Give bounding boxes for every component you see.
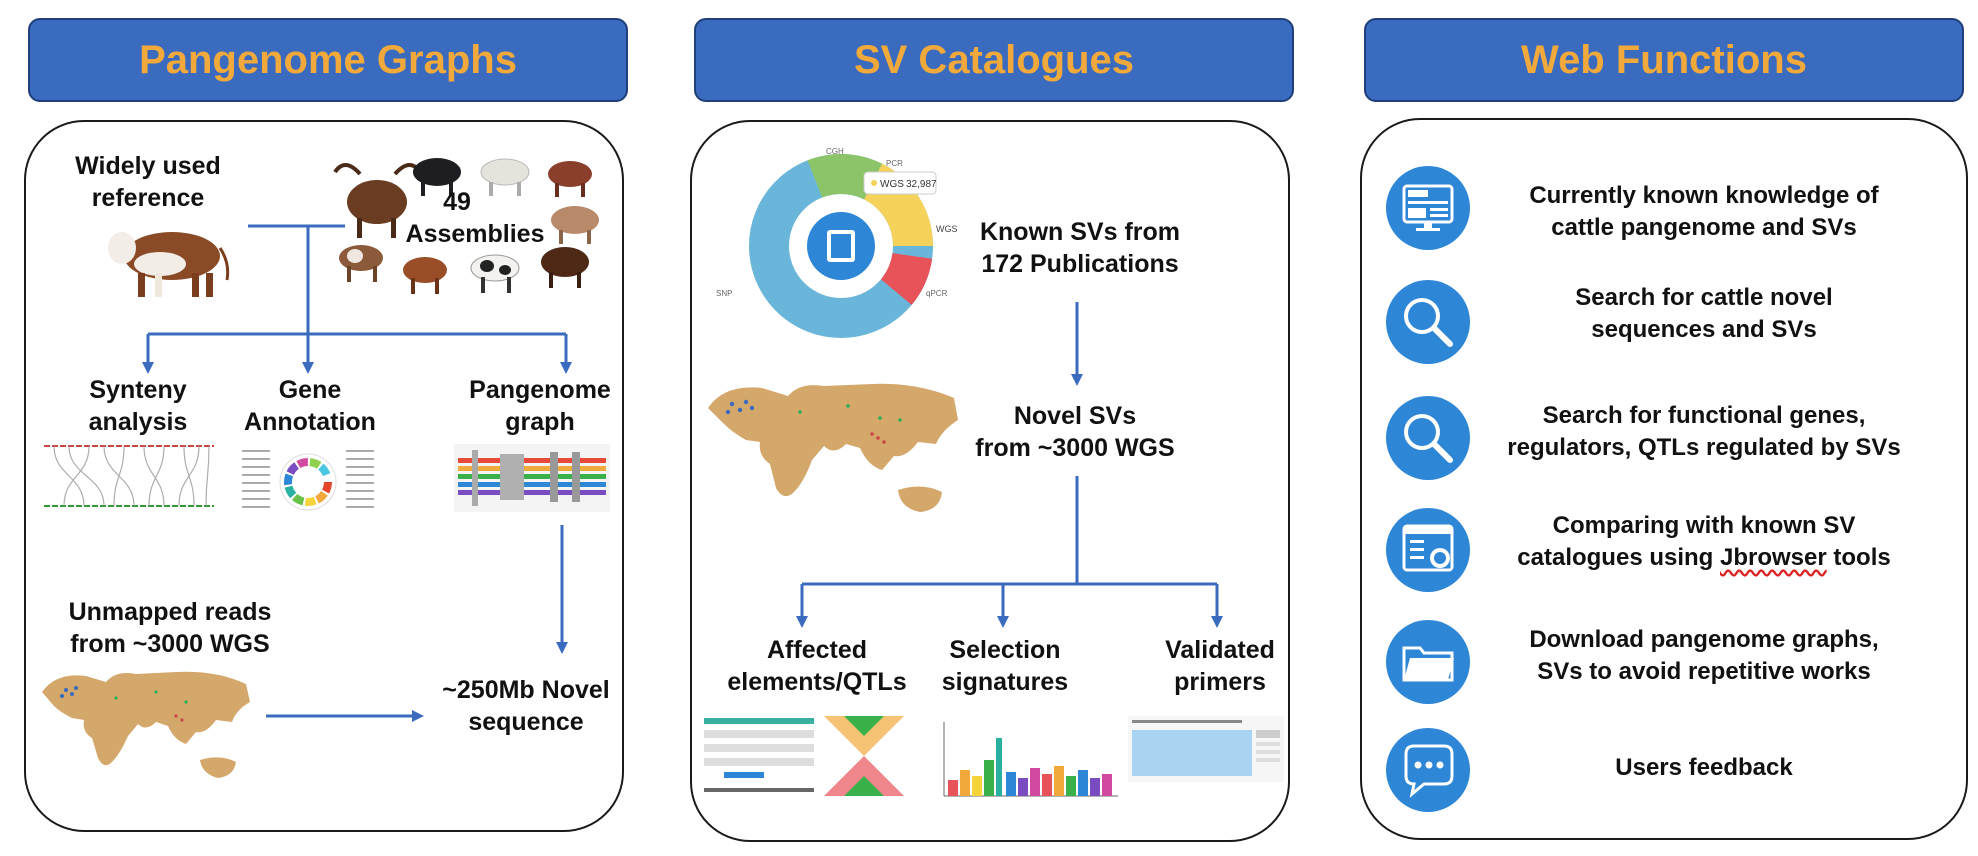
folder-icon xyxy=(1386,620,1470,704)
sv-arrows xyxy=(796,302,1223,628)
reference-cow-image xyxy=(108,232,230,297)
synteny-thumbnail xyxy=(44,445,214,507)
search-icon xyxy=(1386,280,1470,364)
panel-sv xyxy=(690,120,1290,842)
donut-label-cgh: CGH xyxy=(826,147,844,156)
affected-elements-thumbnail xyxy=(704,716,904,796)
header-web-functions: Web Functions xyxy=(1364,18,1964,102)
donut-label-pcr: PCR xyxy=(886,159,903,168)
chat-icon xyxy=(1386,728,1470,812)
gene-annotation-thumbnail xyxy=(242,450,374,511)
header-pangenome-graphs: Pangenome Graphs xyxy=(28,18,628,102)
pangenome-graph-thumbnail xyxy=(454,444,610,512)
web-function-item-compare[interactable]: Comparing with known SV catalogues using… xyxy=(1517,512,1891,571)
donut-tooltip-label: WGS xyxy=(880,179,904,190)
web-function-item-download[interactable]: Download pangenome graphs,SVs to avoid r… xyxy=(1529,626,1879,685)
validated-primers-thumbnail xyxy=(1128,716,1284,782)
donut-label-qpcr: qPCR xyxy=(926,289,948,298)
world-map-sv xyxy=(708,383,958,512)
web-function-item-search-functional[interactable]: Search for functional genes,regulators, … xyxy=(1507,402,1901,461)
panel-web xyxy=(1360,118,1968,840)
pangenome-arrows xyxy=(142,224,572,722)
assemblies-cattle-images xyxy=(333,158,599,294)
selection-signatures-thumbnail xyxy=(943,722,1118,797)
header-sv-catalogues: SV Catalogues xyxy=(694,18,1294,102)
sv-method-donut-chart: WGS 32,987 CGH PCR WGS qPCR SNP xyxy=(716,147,958,338)
donut-label-snp: SNP xyxy=(716,289,732,298)
world-map-pangenome xyxy=(42,671,250,778)
donut-label-wgs: WGS xyxy=(936,224,958,234)
news-icon xyxy=(1386,166,1470,250)
donut-tooltip-value: 32,987 xyxy=(906,179,937,190)
browser-icon xyxy=(1386,508,1470,592)
web-function-item-feedback[interactable]: Users feedback xyxy=(1615,754,1793,781)
panel-pangenome xyxy=(24,120,624,832)
search-icon xyxy=(1386,396,1470,480)
